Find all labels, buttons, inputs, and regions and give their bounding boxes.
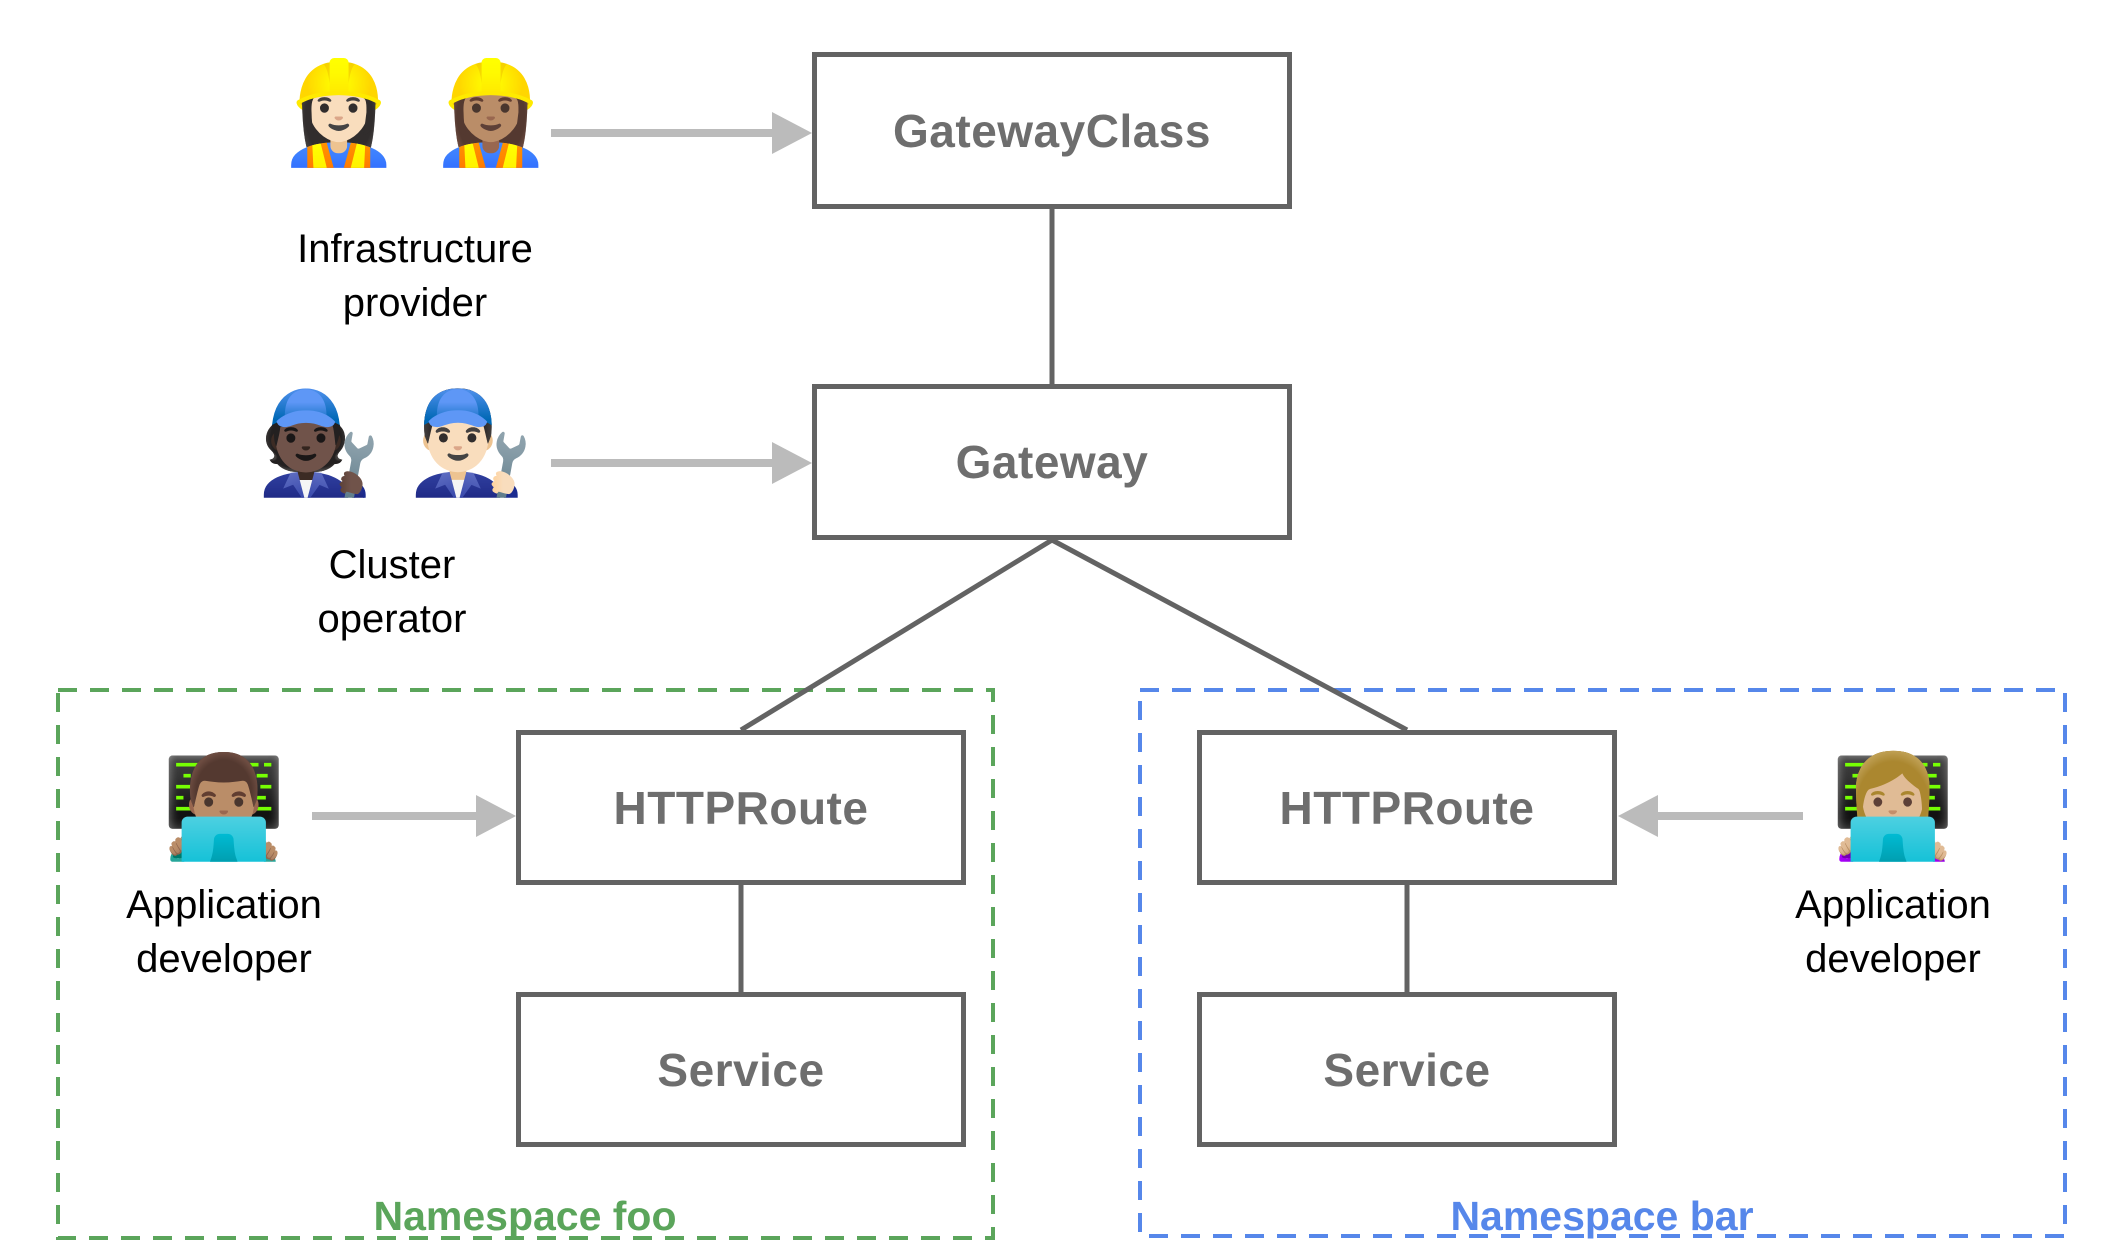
application-developer-bar-label: Application developer (1713, 878, 2073, 986)
arrow-app-developer-to-httproute-foo (312, 795, 516, 837)
arrow-cluster-operator-to-gateway (551, 442, 812, 484)
label-line: provider (342, 281, 488, 325)
label-line: Infrastructure (297, 227, 533, 271)
woman-technologist-emoji: 👩🏼‍💻 (1830, 751, 1956, 863)
man-technologist-emoji: 👨🏽‍💻 (161, 751, 287, 863)
label-line: Cluster (328, 543, 456, 587)
label-line: developer (1805, 937, 1981, 981)
node-gateway: Gateway (812, 384, 1292, 540)
node-service-bar: Service (1197, 992, 1617, 1147)
connector-gateway-httproute-bar (1050, 537, 1409, 733)
cluster-operator-label: Cluster operator (212, 538, 572, 646)
mechanic-emoji: 🧑🏿‍🔧 👨🏻‍🔧 (256, 387, 534, 499)
node-httproute-bar: HTTPRoute (1197, 730, 1617, 885)
namespace-foo-region (56, 688, 995, 1240)
node-service-foo: Service (516, 992, 966, 1147)
label-line: Application (126, 883, 322, 927)
node-httproute-foo: HTTPRoute (516, 730, 966, 885)
label-line: Application (1795, 883, 1991, 927)
arrow-app-developer-to-httproute-bar (1618, 795, 1803, 837)
node-gatewayclass: GatewayClass (812, 52, 1292, 209)
label-line: operator (317, 597, 467, 641)
infrastructure-provider-label: Infrastructure provider (235, 222, 595, 330)
label-line: developer (136, 937, 312, 981)
application-developer-foo-label: Application developer (44, 878, 404, 986)
namespace-foo-label: Namespace foo (373, 1193, 677, 1239)
namespace-bar-region (1138, 688, 2067, 1238)
woman-construction-worker-emoji: 👷🏻‍♀️ 👷🏽‍♀️ (276, 57, 554, 169)
connector-gateway-httproute-foo (739, 537, 1054, 733)
arrow-infrastructure-provider-to-gatewayclass (551, 112, 812, 154)
namespace-bar-label: Namespace bar (1450, 1193, 1754, 1239)
